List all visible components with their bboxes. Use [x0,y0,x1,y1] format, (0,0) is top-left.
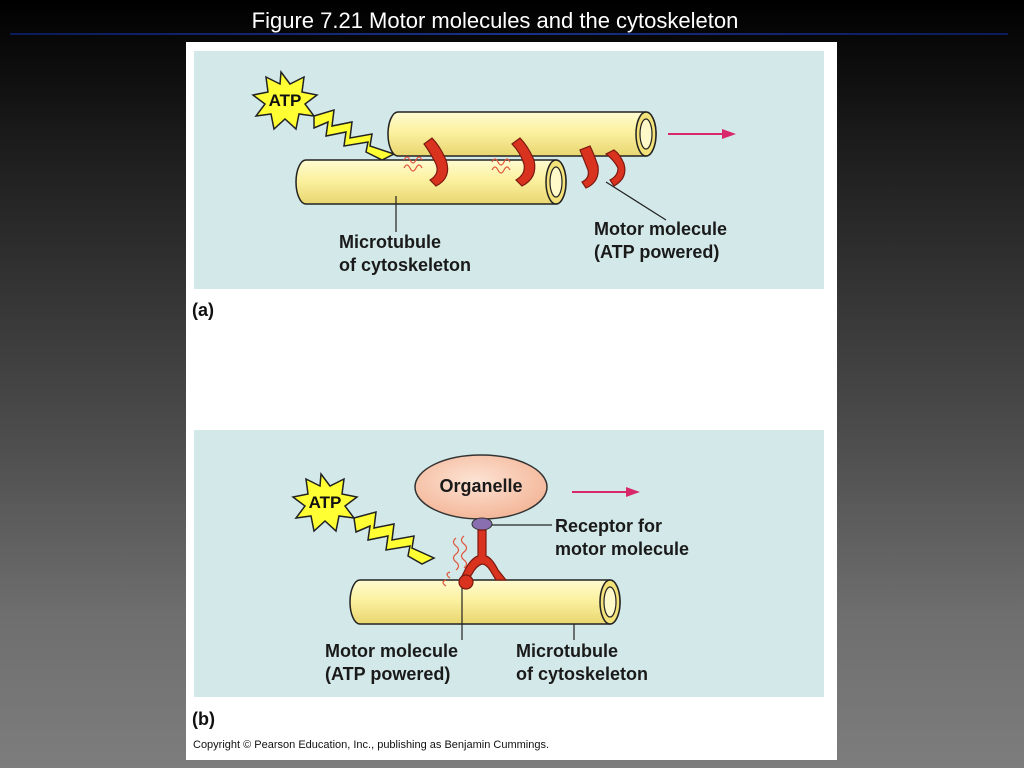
motor-label-b-line1: Motor molecule [325,641,459,661]
copyright-notice: Copyright © Pearson Education, Inc., pub… [193,739,550,751]
atp-burst-b [291,471,359,533]
motor-molecule-a-3 [579,145,626,189]
receptor-shape [471,517,493,531]
motion-squiggles-b [442,535,468,587]
leader-lines-a [395,181,667,232]
panel-a-letter: (a) [192,300,214,320]
atp-label-a: ATP [268,91,302,110]
title-divider [10,33,1008,35]
motion-squiggles-a [403,156,511,174]
panel-b-letter: (b) [192,709,215,729]
motor-label-a-line2: (ATP powered) [594,242,720,262]
receptor-label-line1: Receptor for [555,516,663,536]
slide-title: Figure 7.21 Motor molecules and the cyto… [251,8,739,33]
microtubule-upper-a [387,111,657,157]
direction-arrow-a [668,129,736,139]
motor-molecule-a-2 [511,137,536,187]
atp-burst-a [251,69,319,131]
organelle-label: Organelle [439,476,523,496]
motor-label-a-line1: Motor molecule [594,219,728,239]
figure-container: ATP Microtubule of cytoskeleton Motor mo… [186,42,837,760]
direction-arrow-b [572,487,640,497]
microtubule-b [349,579,621,625]
receptor-label-line2: motor molecule [555,539,690,559]
microtubule-label-b-line2: of cytoskeleton [516,664,649,684]
leader-lines-b [461,524,575,640]
microtubule-label-a-line1: Microtubule [339,232,441,252]
lightning-bolt-a [313,108,396,161]
figure-drawing [251,69,736,640]
motor-molecule-a-1 [423,137,449,187]
microtubule-label-a-line2: of cytoskeleton [339,255,472,275]
motor-molecule-b [458,529,508,590]
atp-label-b: ATP [308,493,342,512]
lightning-bolt-b [353,510,436,565]
motor-label-b-line2: (ATP powered) [325,664,451,684]
microtubule-label-b-line1: Microtubule [516,641,618,661]
